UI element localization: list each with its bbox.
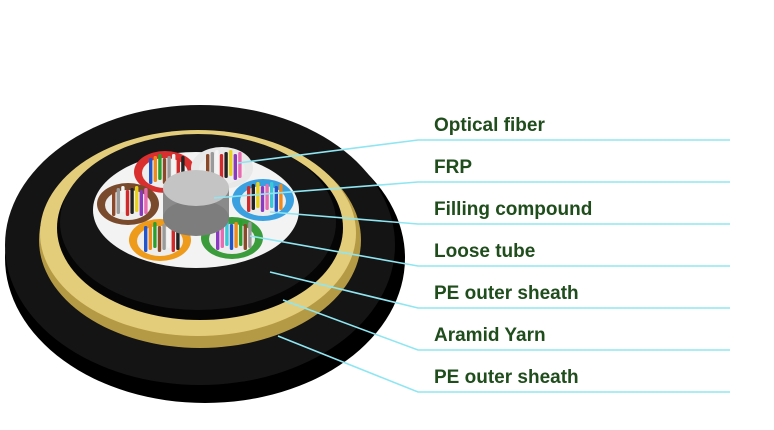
optical-fiber bbox=[167, 156, 171, 182]
optical-fiber bbox=[112, 190, 116, 216]
optical-fiber bbox=[144, 188, 148, 214]
optical-fiber bbox=[116, 188, 120, 214]
label-optical-fiber: Optical fiber bbox=[434, 115, 545, 136]
optical-fiber bbox=[158, 154, 162, 180]
optical-fiber bbox=[233, 154, 237, 180]
optical-fiber bbox=[265, 184, 269, 210]
optical-fiber bbox=[274, 186, 278, 212]
leader-line bbox=[269, 211, 730, 225]
optical-fiber bbox=[153, 222, 157, 248]
loose-tube bbox=[97, 183, 159, 225]
optical-fiber bbox=[248, 222, 252, 248]
label-outer-pe-sheath: PE outer sheath bbox=[434, 367, 579, 388]
optical-fiber bbox=[270, 182, 274, 208]
optical-fiber bbox=[121, 186, 125, 212]
label-loose-tube: Loose tube bbox=[434, 241, 536, 262]
optical-fiber bbox=[238, 152, 242, 178]
optical-fiber bbox=[225, 220, 229, 246]
optical-fiber bbox=[234, 222, 238, 248]
optical-fiber bbox=[224, 152, 228, 178]
loose-tube bbox=[232, 179, 294, 221]
label-filling-compound: Filling compound bbox=[434, 199, 593, 220]
optical-fiber bbox=[215, 150, 219, 176]
optical-fiber bbox=[162, 224, 166, 250]
leader-line bbox=[269, 271, 730, 309]
optical-fiber bbox=[229, 224, 234, 250]
leader-line bbox=[277, 335, 730, 393]
optical-fiber bbox=[172, 154, 176, 180]
label-frp: FRP bbox=[434, 157, 472, 178]
optical-fiber bbox=[149, 158, 153, 184]
label-aramid-yarn: Aramid Yarn bbox=[434, 325, 546, 346]
optical-fiber bbox=[210, 152, 214, 178]
loose-tubes bbox=[97, 147, 294, 261]
leader-line bbox=[237, 139, 730, 164]
optical-fiber bbox=[279, 184, 283, 210]
leader-lines bbox=[213, 139, 730, 393]
optical-fiber bbox=[260, 186, 265, 212]
loose-tube bbox=[201, 217, 263, 259]
optical-fiber bbox=[251, 184, 255, 210]
optical-fiber bbox=[130, 188, 134, 214]
optical-fiber bbox=[125, 190, 130, 216]
optical-fiber bbox=[153, 156, 157, 182]
optical-fiber bbox=[239, 220, 243, 246]
leader-line bbox=[249, 235, 730, 267]
optical-fiber bbox=[148, 224, 152, 250]
optical-fiber bbox=[135, 186, 139, 212]
label-inner-pe-sheath: PE outer sheath bbox=[434, 283, 579, 304]
optical-fiber bbox=[219, 154, 224, 180]
cable-body bbox=[5, 105, 405, 403]
optical-fiber bbox=[144, 226, 148, 252]
frp-rod bbox=[163, 170, 229, 236]
optical-fiber bbox=[139, 190, 143, 216]
optical-fiber bbox=[247, 186, 251, 212]
optical-fiber bbox=[171, 226, 175, 252]
leader-line bbox=[213, 181, 730, 199]
optical-fiber bbox=[243, 224, 247, 250]
optical-fiber bbox=[162, 158, 167, 184]
optical-fiber bbox=[157, 226, 162, 252]
optical-fiber bbox=[229, 150, 233, 176]
leader-line bbox=[282, 299, 730, 351]
